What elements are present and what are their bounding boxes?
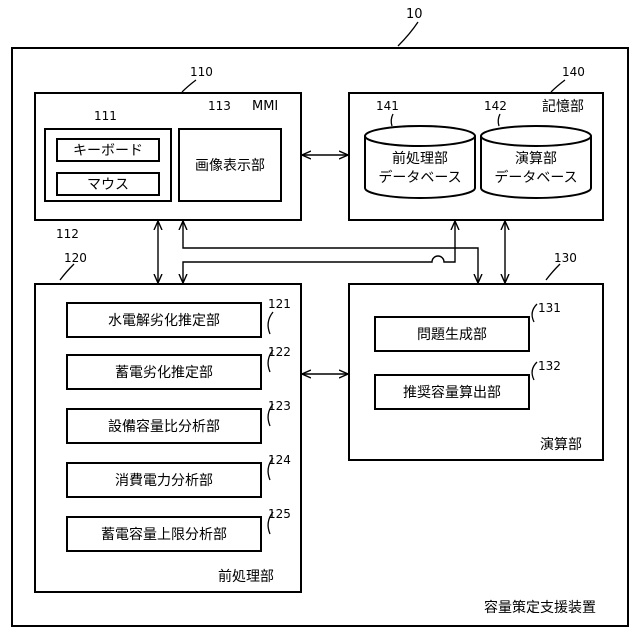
keyboard-box: キーボード <box>56 138 160 162</box>
storage-label: 記憶部 <box>542 100 584 114</box>
mmi-ref-leader <box>182 80 196 92</box>
system-label: 容量策定支援装置 <box>484 601 596 615</box>
keyboard-label: キーボード <box>73 140 143 160</box>
preprocess-item: 消費電力分析部 <box>66 462 262 498</box>
preprocess-item: 設備容量比分析部 <box>66 408 262 444</box>
item131-label: 問題生成部 <box>417 324 487 344</box>
item132-ref: 132 <box>538 360 561 372</box>
item132-label: 推奨容量算出部 <box>403 382 501 402</box>
mmi-ref: 110 <box>190 66 213 78</box>
preprocess-ref: 120 <box>64 252 87 264</box>
display-ref: 113 <box>208 100 231 112</box>
db2-line1: 演算部 <box>481 150 591 169</box>
preprocess-item: 蓄電容量上限分析部 <box>66 516 262 552</box>
item124-label: 消費電力分析部 <box>115 470 213 490</box>
compute-ref-leader <box>546 264 560 280</box>
db2-line2: データベース <box>481 169 591 188</box>
db1-line2: データベース <box>365 169 475 188</box>
item123-ref: 123 <box>268 400 291 412</box>
compute-item: 問題生成部 <box>374 316 530 352</box>
item125-label: 蓄電容量上限分析部 <box>101 524 227 544</box>
system-ref: 10 <box>406 8 423 21</box>
db1-text: 前処理部 データベース <box>365 150 475 188</box>
item124-ref: 124 <box>268 454 291 466</box>
item122-label: 蓄電劣化推定部 <box>115 362 213 382</box>
preprocess-item: 水電解劣化推定部 <box>66 302 262 338</box>
display-label: 画像表示部 <box>195 155 265 175</box>
mmi-label: MMI <box>252 100 278 113</box>
mouse-label: マウス <box>87 174 129 194</box>
item131-ref: 131 <box>538 302 561 314</box>
item123-label: 設備容量比分析部 <box>108 416 220 436</box>
mouse-ref: 112 <box>56 228 79 240</box>
db1-ref: 141 <box>376 100 399 112</box>
item122-ref: 122 <box>268 346 291 358</box>
item121-ref: 121 <box>268 298 291 310</box>
mouse-box: マウス <box>56 172 160 196</box>
preprocess-ref-leader <box>60 264 74 280</box>
system-ref-leader <box>398 22 418 46</box>
db1-line1: 前処理部 <box>365 150 475 169</box>
compute-block <box>348 283 604 461</box>
storage-ref-leader <box>551 80 565 92</box>
compute-ref: 130 <box>554 252 577 264</box>
db2-text: 演算部 データベース <box>481 150 591 188</box>
storage-ref: 140 <box>562 66 585 78</box>
preprocess-item: 蓄電劣化推定部 <box>66 354 262 390</box>
mmi-compute-path <box>183 221 478 283</box>
preprocess-label: 前処理部 <box>218 570 274 584</box>
item121-label: 水電解劣化推定部 <box>108 310 220 330</box>
display-box: 画像表示部 <box>178 128 282 202</box>
storage-preprocess-path <box>183 221 455 283</box>
db2-ref: 142 <box>484 100 507 112</box>
item125-ref: 125 <box>268 508 291 520</box>
input-ref: 111 <box>94 110 117 122</box>
compute-label: 演算部 <box>540 438 582 452</box>
compute-item: 推奨容量算出部 <box>374 374 530 410</box>
